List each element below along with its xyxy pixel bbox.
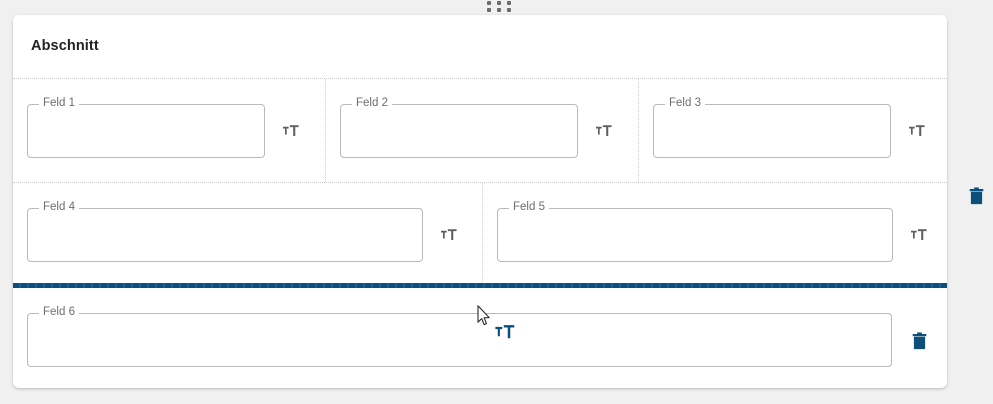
- text-field-feld-5[interactable]: Feld 5: [497, 199, 893, 262]
- field-input[interactable]: [340, 103, 578, 158]
- text-format-icon[interactable]: [905, 120, 927, 142]
- text-field-feld-6[interactable]: Feld 6: [27, 305, 892, 367]
- field-input[interactable]: [27, 207, 423, 262]
- field-input[interactable]: [27, 103, 265, 158]
- field-cell: Feld 4: [13, 183, 482, 286]
- field-row: Feld 1 Feld 2: [13, 78, 947, 183]
- trash-icon: [969, 186, 983, 204]
- text-format-icon[interactable]: [907, 224, 929, 246]
- drag-drop-position-indicator: [13, 283, 947, 288]
- drag-dot: [486, 7, 491, 12]
- drag-dot: [496, 7, 501, 12]
- text-format-icon[interactable]: [279, 120, 301, 142]
- text-format-icon[interactable]: [437, 224, 459, 246]
- text-field-feld-4[interactable]: Feld 4: [27, 199, 423, 262]
- text-format-icon[interactable]: [592, 120, 614, 142]
- section-card: Abschnitt Feld 1: [13, 15, 947, 388]
- field-row: Feld 6: [13, 292, 947, 388]
- section-title: Abschnitt: [31, 38, 99, 54]
- field-cell: Feld 5: [482, 183, 947, 286]
- section-drag-handle[interactable]: [485, 0, 513, 12]
- text-format-icon[interactable]: [491, 318, 517, 344]
- delete-section-button[interactable]: [963, 183, 989, 209]
- drag-dot: [507, 7, 512, 12]
- field-input[interactable]: [27, 313, 892, 367]
- trash-icon: [912, 331, 926, 349]
- field-cell: Feld 3: [638, 79, 947, 182]
- drag-dot: [486, 0, 491, 5]
- field-input[interactable]: [497, 207, 893, 262]
- text-field-feld-1[interactable]: Feld 1: [27, 95, 265, 158]
- drag-dot: [496, 0, 501, 5]
- drag-dot: [507, 0, 512, 5]
- field-cell: Feld 2: [325, 79, 638, 182]
- field-cell: Feld 1: [13, 79, 325, 182]
- field-cell: Feld 6: [13, 292, 947, 388]
- delete-row-button[interactable]: [906, 328, 932, 354]
- text-field-feld-2[interactable]: Feld 2: [340, 95, 578, 158]
- field-row: Feld 4 Feld 5: [13, 183, 947, 287]
- field-input[interactable]: [653, 103, 891, 158]
- text-field-feld-3[interactable]: Feld 3: [653, 95, 891, 158]
